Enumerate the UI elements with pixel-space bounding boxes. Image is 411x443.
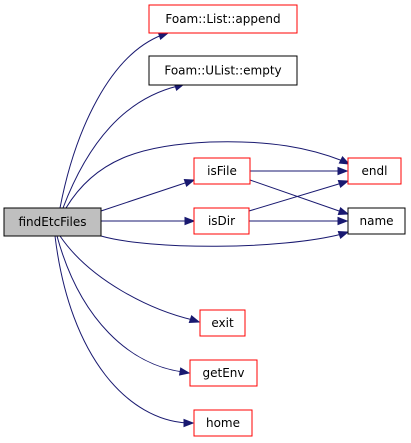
edge-isDir-to-name	[249, 216, 349, 226]
node-box	[199, 309, 246, 337]
node-box	[193, 207, 250, 235]
node-label: exit	[211, 316, 234, 330]
edge-line	[62, 85, 179, 209]
node-box	[347, 207, 406, 235]
arrowhead-icon	[188, 314, 201, 324]
node-label: isFile	[207, 164, 237, 178]
arrowhead-icon	[337, 230, 350, 240]
edge-line	[56, 235, 184, 373]
edge-findEtcFiles-to-name	[100, 230, 350, 247]
node-label: name	[359, 214, 393, 228]
edge-isFile-to-endl	[250, 166, 349, 176]
node-home[interactable]: home	[193, 409, 253, 437]
node-label: getEnv	[203, 366, 245, 380]
edge-findEtcFiles-to-endl	[65, 141, 351, 209]
node-label: Foam::List::append	[165, 12, 280, 26]
edge-findEtcFiles-to-isFile	[100, 178, 196, 212]
edge-isFile-to-name	[249, 179, 350, 216]
node-empty[interactable]: Foam::UList::empty	[148, 55, 298, 86]
edge-findEtcFiles-to-getEnv	[56, 235, 191, 376]
node-isDir[interactable]: isDir	[193, 207, 250, 235]
arrowhead-icon	[183, 178, 196, 188]
node-box	[347, 157, 402, 185]
arrowhead-icon	[157, 31, 170, 41]
edge-findEtcFiles-to-exit	[59, 235, 201, 324]
edge-line	[100, 233, 343, 247]
node-label: Foam::UList::empty	[164, 64, 281, 78]
edge-line	[100, 181, 189, 212]
node-box	[193, 157, 251, 185]
arrowhead-icon	[337, 216, 349, 226]
node-box	[3, 207, 102, 237]
edge-line	[59, 34, 163, 209]
node-append[interactable]: Foam::List::append	[148, 4, 298, 34]
node-getEnv[interactable]: getEnv	[189, 359, 258, 387]
node-box	[148, 55, 298, 86]
arrowhead-icon	[337, 206, 350, 216]
edge-line	[59, 235, 194, 321]
arrowhead-icon	[178, 367, 191, 376]
edge-line	[249, 179, 343, 213]
edge-isDir-to-endl	[248, 179, 350, 212]
arrowhead-icon	[337, 166, 349, 176]
arrowhead-icon	[337, 179, 350, 189]
edge-findEtcFiles-to-isDir	[101, 216, 196, 226]
node-box	[148, 4, 298, 34]
edge-line	[54, 235, 188, 424]
nodes-layer: findEtcFiles Foam::List::appendFoam::ULis…	[3, 4, 406, 437]
edge-line	[248, 182, 343, 212]
node-name[interactable]: name	[347, 207, 406, 235]
edge-findEtcFiles-to-home	[54, 235, 195, 428]
node-isFile[interactable]: isFile	[193, 157, 251, 185]
node-label: isDir	[208, 214, 235, 228]
node-label: endl	[362, 164, 388, 178]
arrowhead-icon	[184, 216, 196, 226]
arrowhead-icon	[338, 155, 351, 165]
node-box	[193, 409, 253, 437]
node-label: findEtcFiles	[19, 215, 87, 229]
node-findEtcFiles[interactable]: findEtcFiles	[3, 207, 102, 237]
node-endl[interactable]: endl	[347, 157, 402, 185]
arrowhead-icon	[183, 418, 195, 428]
node-box	[189, 359, 258, 387]
node-label: home	[206, 416, 240, 430]
node-exit[interactable]: exit	[199, 309, 246, 337]
edge-line	[65, 141, 344, 209]
